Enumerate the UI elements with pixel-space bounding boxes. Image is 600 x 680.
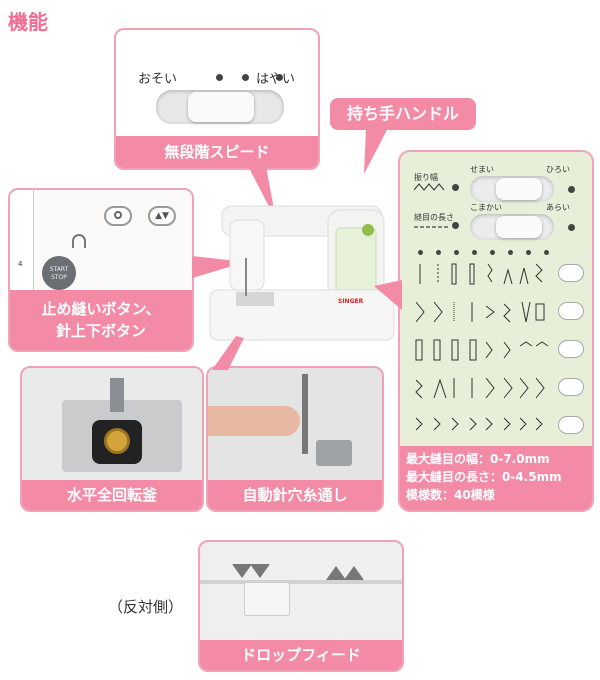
drop-feed-lever[interactable] [244,582,290,616]
panel-face [10,190,34,290]
reverse-icon [114,211,122,219]
speed-card: おそい はやい 無段階スピード [114,28,320,170]
drop-feed-card: ドロップフィード [198,540,404,672]
zigzag-width-icon [414,183,445,191]
length-slider-knob[interactable] [496,216,542,238]
speed-slow-label: おそい [138,72,178,87]
bobbin-caption: 水平全回転釜 [22,480,202,510]
threader-pointer [212,336,244,370]
finger [208,406,300,436]
pattern-row-5 [415,417,543,431]
width-label: 振り幅 [414,173,438,182]
needle-bar [302,374,308,454]
presser-foot [110,378,124,412]
panel-pointer [374,280,402,310]
machine-illustration [209,205,395,341]
drop-feed-side-label: （反対側） [108,598,184,616]
reverse-stitch-button[interactable] [104,206,132,226]
start-stop-button[interactable]: START STOP [42,256,76,290]
buttons-card: 4 ▲▼ START STOP 止め縫いボタン、 針上下ボタン [8,188,194,352]
pattern-select-button-4[interactable] [558,378,584,396]
pattern-row-3 [415,339,549,361]
width-slider-knob[interactable] [496,178,542,200]
speed-dot [216,74,223,81]
stitch-pattern-grid [415,263,549,431]
needle-up-down-button[interactable]: ▲▼ [148,206,176,226]
width-dot-right [568,186,575,193]
wide-label: ひろい [546,165,570,174]
fine-label: こまかい [470,203,502,212]
handle-caption: 持ち手ハンドル [330,98,476,130]
pattern-select-button-3[interactable] [558,340,584,358]
straight-length-icon [414,226,448,228]
length-dot [452,222,459,229]
speed-fast-label: はやい [256,72,296,87]
width-dot [452,184,459,191]
spec-pattern-count: 模様数：40模様 [406,488,495,502]
start-label: START [49,266,69,273]
stitch-panel-card: 振り幅 せまい ひろい 縫目の長さ こまかい あらい [398,150,594,512]
bobbin-card: 水平全回転釜 [20,366,204,512]
stop-label: STOP [51,274,67,281]
sewing-machine: SINGER [208,200,396,350]
needle-position-icon [72,234,86,248]
pattern-select-button-5[interactable] [558,416,584,434]
spec-box: 最大縫目の幅：0-7.0mm 最大縫目の長さ：0-4.5mm 模様数：40模様 [400,446,592,510]
length-label: 縫目の長さ [414,213,454,222]
spec-max-width: 最大縫目の幅：0-7.0mm [406,452,550,466]
side-number: 4 [18,260,23,268]
pattern-row-4 [415,377,545,399]
speed-slider-knob[interactable] [188,92,254,122]
handle-pointer [364,128,388,174]
feed-up-icon [326,566,364,580]
pattern-select-button-1[interactable] [558,264,584,282]
buttons-caption: 止め縫いボタン、 針上下ボタン [10,290,192,350]
speed-dot [276,74,283,81]
bobbin [104,428,130,454]
length-dot-right [568,224,575,231]
pattern-row-1 [419,263,543,285]
speed-dot [242,74,249,81]
coarse-label: あらい [546,203,570,212]
buttons-caption-line2: 針上下ボタン [55,322,146,340]
brand-label: SINGER [338,298,364,305]
threader-foot [316,440,352,466]
spec-max-length: 最大縫目の長さ：0-4.5mm [406,470,562,484]
stitch-row-dots [418,250,558,256]
threader-card: 自動針穴糸通し [206,366,384,512]
pattern-select-button-2[interactable] [558,302,584,320]
speed-caption: 無段階スピード [116,136,318,168]
page-heading: 機能 [8,10,48,34]
narrow-label: せまい [470,165,494,174]
pattern-row-2 [415,301,545,323]
drop-feed-caption: ドロップフィード [200,640,402,670]
threader-caption: 自動針穴糸通し [208,480,382,510]
buttons-caption-line1: 止め縫いボタン、 [41,300,161,318]
machine-bed-edge [200,580,402,584]
feed-down-icon [232,564,270,578]
